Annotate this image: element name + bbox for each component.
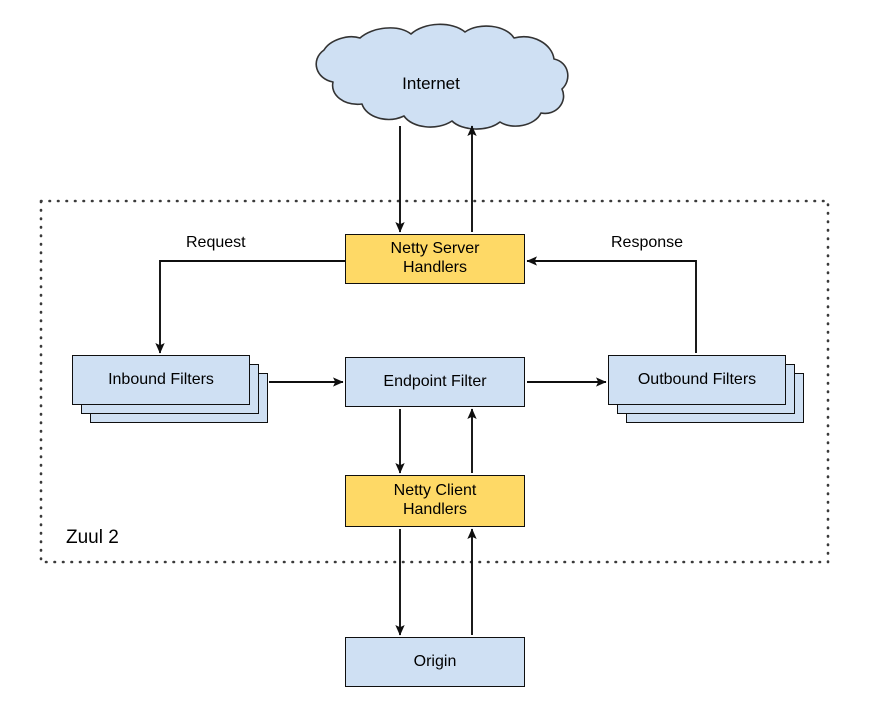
edge-label-response: Response	[611, 234, 684, 251]
edge-label-request: Request	[186, 234, 246, 251]
node-inbound-filters[interactable]: Inbound Filters	[72, 355, 250, 405]
edge-request-to-inbound-filters	[155, 260, 345, 354]
node-netty-server-handlers[interactable]: Netty Server Handlers	[345, 234, 525, 284]
edge-response-to-netty-server	[526, 256, 697, 353]
internet-cloud-shape	[315, 23, 569, 130]
node-endpoint-filter[interactable]: Endpoint Filter	[345, 357, 525, 407]
zuul-zone-border	[39, 199, 830, 564]
zuul-zone-label: Zuul 2	[66, 527, 119, 548]
node-outbound-filters[interactable]: Outbound Filters	[608, 355, 786, 405]
node-origin[interactable]: Origin	[345, 637, 525, 687]
node-netty-client-handlers[interactable]: Netty Client Handlers	[345, 475, 525, 527]
internet-cloud-label: Internet	[402, 74, 460, 93]
